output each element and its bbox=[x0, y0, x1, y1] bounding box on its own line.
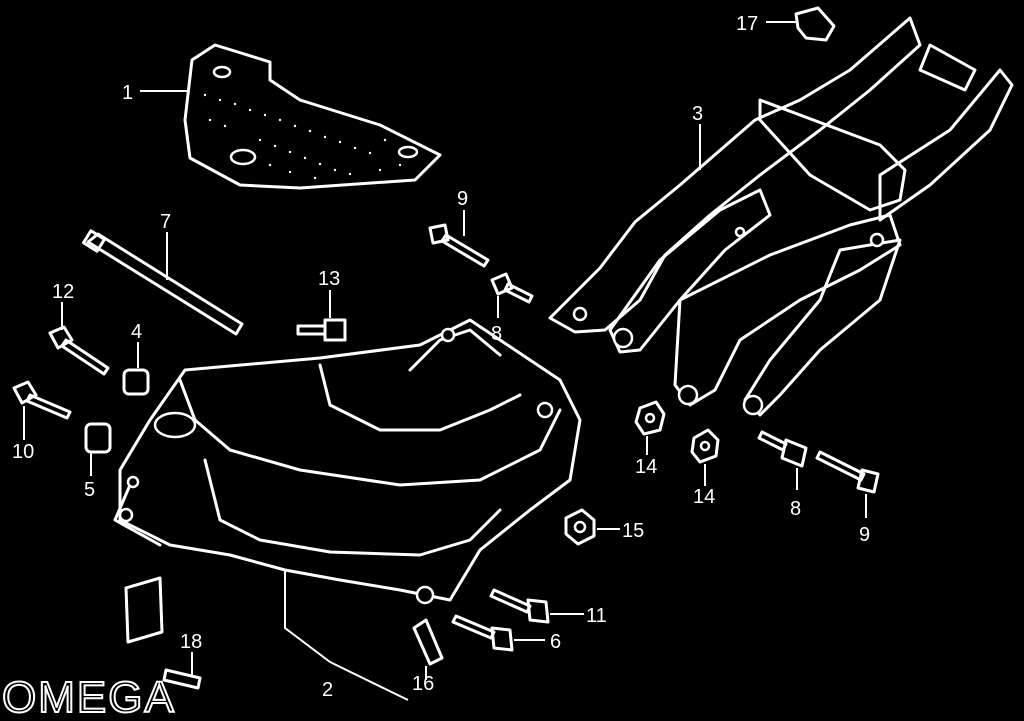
part-16-clip bbox=[412, 618, 444, 666]
label-part-8-right: 8 bbox=[790, 498, 801, 520]
part-8-bolt-right bbox=[757, 430, 808, 468]
part-18-bracket bbox=[124, 576, 202, 690]
part-12-bolt bbox=[48, 325, 110, 376]
label-part-12: 12 bbox=[52, 281, 74, 303]
label-part-14-a: 14 bbox=[635, 456, 657, 478]
label-part-1: 1 bbox=[122, 82, 133, 104]
label-part-3: 3 bbox=[692, 103, 703, 125]
brand-watermark: OMEGA bbox=[2, 673, 176, 721]
label-part-17: 17 bbox=[736, 13, 758, 35]
label-part-4: 4 bbox=[131, 321, 142, 343]
label-part-18: 18 bbox=[180, 631, 202, 653]
part-3-subframe bbox=[548, 16, 1014, 417]
part-9-bolt-right bbox=[815, 450, 880, 494]
label-part-16: 16 bbox=[412, 673, 434, 695]
part-10-bolt bbox=[12, 380, 72, 420]
label-part-6: 6 bbox=[550, 631, 561, 653]
part-14-nut-a bbox=[634, 400, 666, 436]
part-6-bolt bbox=[451, 614, 514, 652]
label-part-9-right: 9 bbox=[859, 524, 870, 546]
part-1-plate bbox=[183, 43, 442, 190]
label-part-8-top: 8 bbox=[491, 323, 502, 345]
part-13-bolt bbox=[296, 318, 347, 342]
part-9-bolt-top bbox=[428, 223, 490, 268]
label-part-10: 10 bbox=[12, 441, 34, 463]
label-part-13: 13 bbox=[318, 268, 340, 290]
part-2-main-frame bbox=[113, 318, 582, 605]
label-part-7: 7 bbox=[160, 211, 171, 233]
label-part-14-b: 14 bbox=[693, 486, 715, 508]
label-part-15: 15 bbox=[622, 520, 644, 542]
part-11-bolt bbox=[489, 588, 550, 624]
part-15-nut bbox=[564, 508, 596, 546]
label-part-2: 2 bbox=[322, 679, 333, 701]
label-part-9-top: 9 bbox=[457, 188, 468, 210]
part-14-nut-b bbox=[690, 428, 720, 464]
part-7-shaft bbox=[82, 229, 244, 336]
label-part-5: 5 bbox=[84, 479, 95, 501]
leader-lines bbox=[23, 21, 867, 701]
part-17-clip bbox=[794, 6, 836, 42]
label-part-11: 11 bbox=[586, 605, 607, 627]
part-4-collar bbox=[122, 368, 150, 396]
part-8-bolt-top bbox=[490, 272, 534, 304]
part-5-collar bbox=[84, 422, 112, 454]
